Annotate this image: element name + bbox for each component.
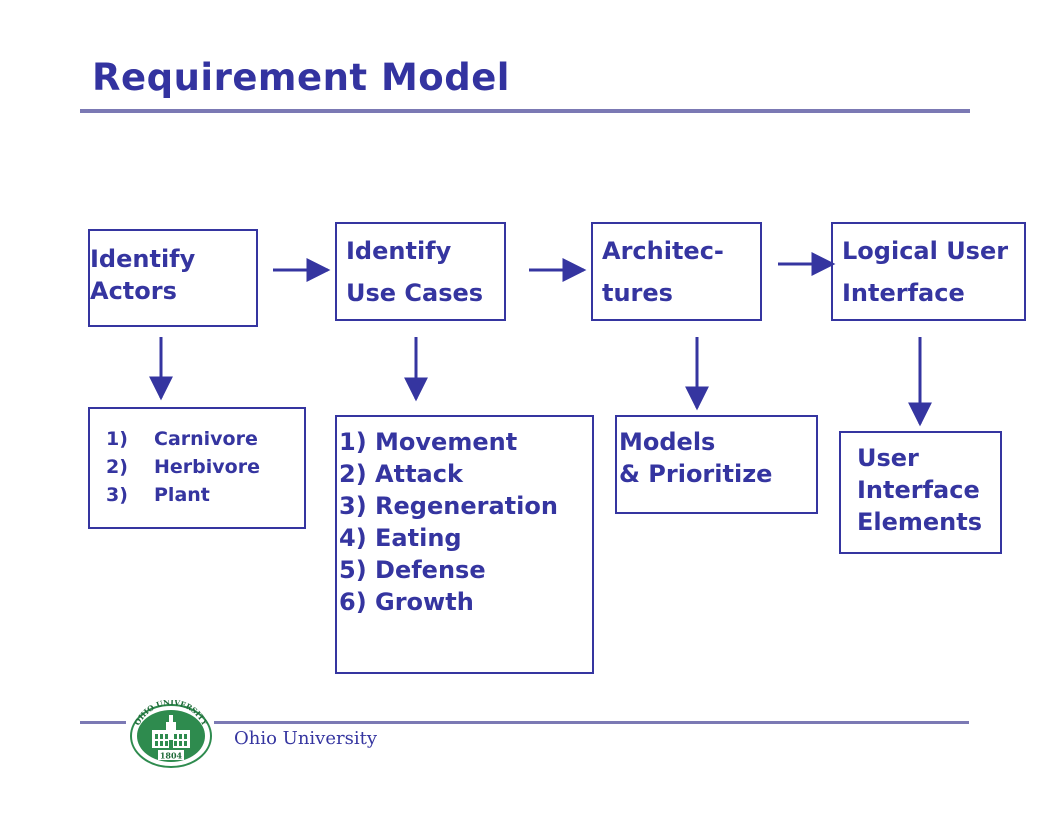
list-label: Plant (154, 484, 210, 506)
user-interface-elements-box: User Interface Elements (839, 431, 1002, 554)
list-item: 1) Movement (339, 428, 518, 456)
box-line: Identify (90, 245, 196, 273)
box-line: & Prioritize (619, 460, 773, 488)
identify-actors-box: Identify Actors (88, 229, 258, 327)
identify-use-cases-box: Identify Use Cases (335, 222, 506, 321)
list-item: 2) Herbivore (106, 453, 304, 481)
box-line: Identify (346, 237, 452, 265)
architectures-box: Architec- tures (591, 222, 762, 321)
title-rule (80, 109, 970, 113)
actors-list: 1) Carnivore 2) Herbivore 3) Plant (106, 425, 304, 509)
box-line: Actors (90, 277, 177, 305)
use-cases-list-box: 1) Movement 2) Attack 3) Regeneration 4)… (335, 415, 594, 674)
models-prioritize-box: Models & Prioritize (615, 415, 818, 514)
list-item: 4) Eating (339, 524, 462, 552)
list-number: 1) (106, 428, 128, 450)
box-line: Logical User (842, 237, 1009, 265)
box-line: Architec- (602, 237, 724, 265)
page-title: Requirement Model (92, 56, 510, 99)
list-item: 3) Plant (106, 481, 304, 509)
list-item: 2) Attack (339, 460, 463, 488)
box-line: User (857, 444, 919, 472)
box-line: Models (619, 428, 716, 456)
list-number: 2) (106, 456, 128, 478)
box-line: Interface (842, 279, 965, 307)
list-number: 3) (106, 484, 128, 506)
list-item: 6) Growth (339, 588, 474, 616)
logical-user-interface-box: Logical User Interface (831, 222, 1026, 321)
actors-list-box: 1) Carnivore 2) Herbivore 3) Plant (88, 407, 306, 529)
list-item: 5) Defense (339, 556, 486, 584)
box-line: tures (602, 279, 673, 307)
list-label: Carnivore (154, 428, 258, 450)
list-label: Herbivore (154, 456, 260, 478)
footer-rule-right (214, 721, 969, 724)
seal-year: 1804 (160, 751, 183, 761)
footer-text: Ohio University (234, 728, 378, 749)
list-item: 3) Regeneration (339, 492, 558, 520)
box-line: Use Cases (346, 279, 484, 307)
ohio-university-seal-logo: OHIO UNIVERSITY 1804 (130, 700, 212, 768)
box-line: Elements (857, 508, 983, 536)
list-item: 1) Carnivore (106, 425, 304, 453)
footer-rule-left (80, 721, 126, 724)
box-line: Interface (857, 476, 980, 504)
